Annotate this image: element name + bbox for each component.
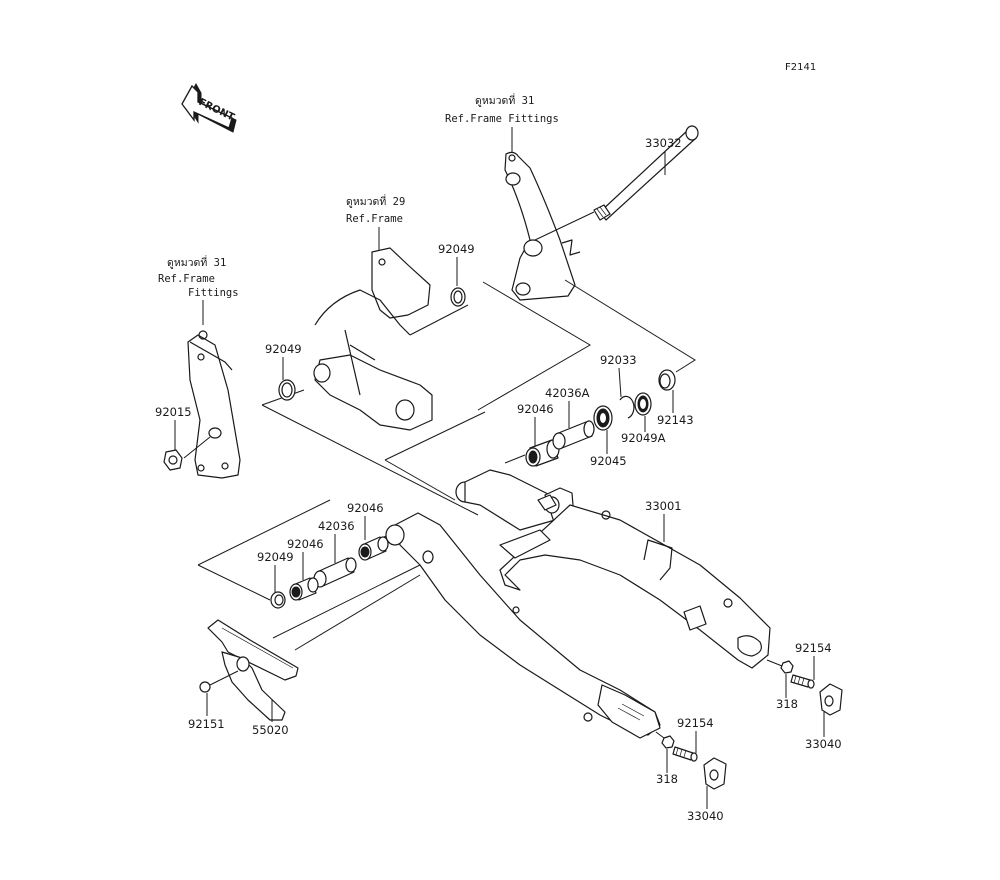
nut-318-left xyxy=(661,735,675,749)
reference-thai-label: ดูหมวดที่ 31 xyxy=(475,93,534,107)
swingarm-33001 xyxy=(385,469,771,739)
reference-left-frame-fittings: ดูหมวดที่ 31 Ref.Frame Fittings xyxy=(158,255,239,325)
reference-label-continued: Fittings xyxy=(188,287,239,299)
reference-thai-label: ดูหมวดที่ 31 xyxy=(167,255,226,269)
circlip-92033 xyxy=(619,395,635,419)
left-frame-fitting-bracket xyxy=(187,330,241,479)
oil-seal-upper xyxy=(450,287,466,307)
part-number-55020: 55020 xyxy=(252,723,289,737)
frame-section xyxy=(313,247,433,431)
reference-label: Ref.Frame xyxy=(158,273,215,285)
part-number-318-right: 318 xyxy=(776,697,798,711)
part-number-92046-upper: 92046 xyxy=(347,501,384,515)
part-number-318-left: 318 xyxy=(656,772,678,786)
sleeve-42036 xyxy=(313,557,357,588)
part-number-92045: 92045 xyxy=(590,454,627,468)
sleeve-42036A xyxy=(552,420,595,450)
adjuster-bolt-left xyxy=(672,746,698,762)
swingarm-pivot-shaft xyxy=(534,125,699,241)
part-number-92151: 92151 xyxy=(188,717,225,731)
reference-frame: ดูหมวดที่ 29 Ref.Frame xyxy=(346,194,405,250)
nut-318-right xyxy=(780,660,794,674)
part-number-42036A: 42036A xyxy=(545,386,590,400)
part-number-92049A: 92049A xyxy=(621,431,666,445)
right-frame-fitting-bracket xyxy=(504,151,581,301)
reference-thai-label: ดูหมวดที่ 29 xyxy=(346,194,405,208)
part-number-92049-upper: 92049 xyxy=(438,242,475,256)
needle-bearing-left-inner xyxy=(289,577,319,601)
part-number-33040-right: 33040 xyxy=(805,737,842,751)
nut-92015 xyxy=(163,449,183,471)
part-number-42036: 42036 xyxy=(318,519,355,533)
needle-bearing-right xyxy=(525,439,560,467)
part-number-92015: 92015 xyxy=(155,405,192,419)
part-number-92154-left: 92154 xyxy=(677,716,714,730)
reference-label: Ref.Frame Fittings xyxy=(445,113,559,125)
figure-code: F2141 xyxy=(785,62,816,73)
part-number-92143: 92143 xyxy=(657,413,694,427)
front-arrow-icon: FRONT xyxy=(181,82,237,133)
part-number-33001: 33001 xyxy=(645,499,682,513)
bolt-92151 xyxy=(199,670,239,693)
part-number-92154-right: 92154 xyxy=(795,641,832,655)
part-number-33040-left: 33040 xyxy=(687,809,724,823)
part-number-92046-right: 92046 xyxy=(517,402,554,416)
needle-bearing-left-outer xyxy=(358,536,389,561)
part-number-92049-left: 92049 xyxy=(265,342,302,356)
chain-adjuster-right xyxy=(819,683,843,716)
reference-label: Ref.Frame xyxy=(346,213,403,225)
part-number-92033: 92033 xyxy=(600,353,637,367)
part-number-92046-lower: 92046 xyxy=(287,537,324,551)
reference-right-frame-fittings: ดูหมวดที่ 31 Ref.Frame Fittings xyxy=(445,93,559,153)
adjuster-bolt-right xyxy=(790,674,815,689)
chain-adjuster-left xyxy=(703,757,727,790)
part-number-33032: 33032 xyxy=(645,136,682,150)
part-number-92049-lower: 92049 xyxy=(257,550,294,564)
chain-guide-55020 xyxy=(207,619,299,721)
